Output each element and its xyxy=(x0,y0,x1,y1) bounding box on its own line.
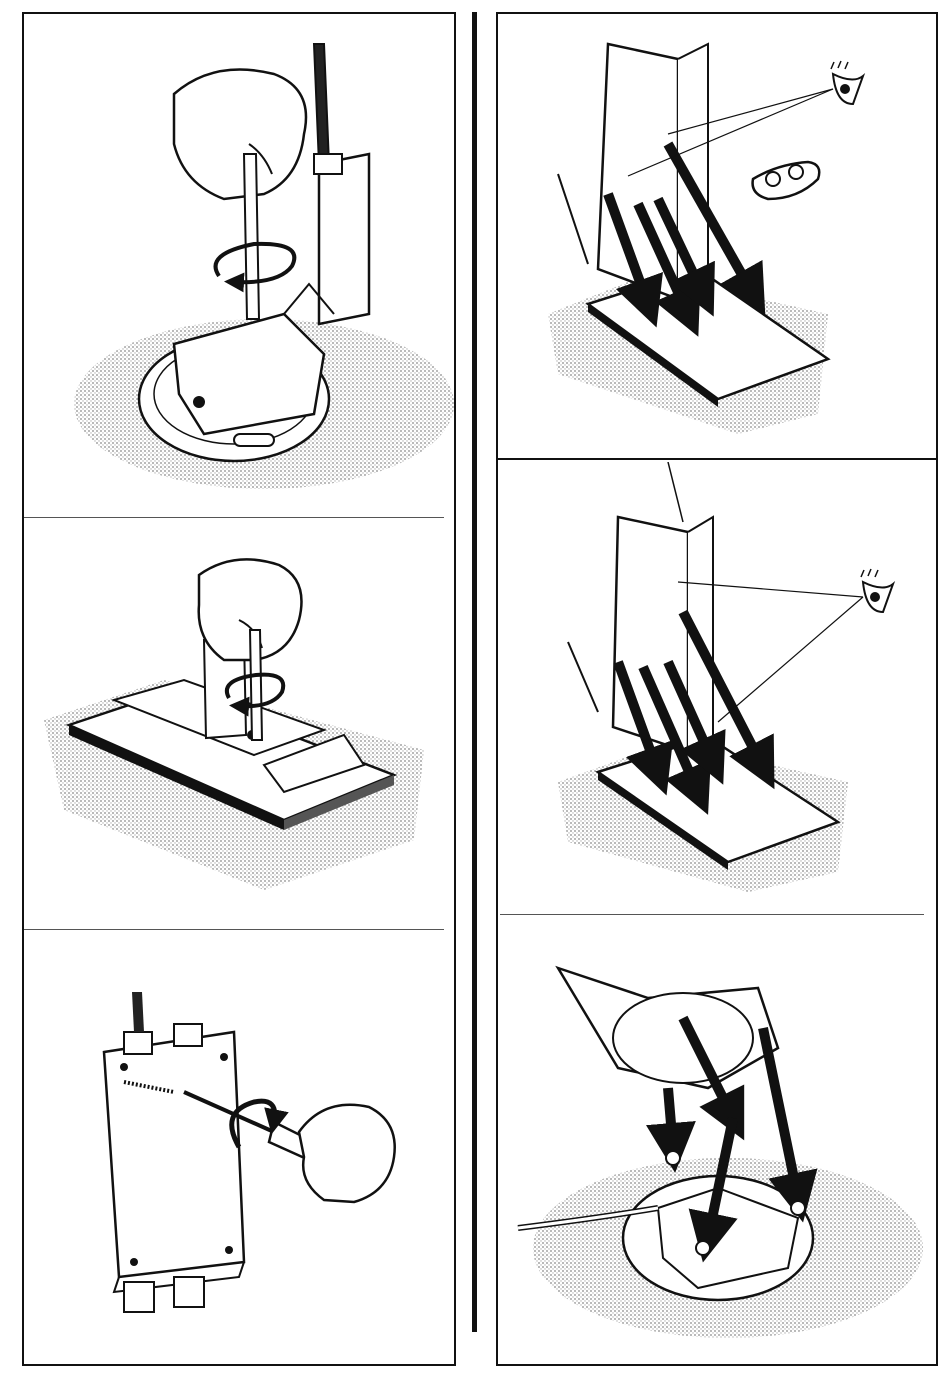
illustration-hex-key-rect-base xyxy=(24,520,454,926)
panel-right-3 xyxy=(498,918,936,1364)
panel-left-2 xyxy=(24,520,454,926)
cable-gland-2 xyxy=(174,1024,202,1046)
illustration-post-spacer-rect-base xyxy=(498,14,936,456)
junction-box xyxy=(319,154,369,324)
panel-left-1 xyxy=(24,14,454,516)
illustration-post-round-base xyxy=(498,918,936,1364)
illustration-post-rect-base xyxy=(498,462,936,912)
panel-left-3 xyxy=(24,932,454,1364)
hand-icon xyxy=(174,70,306,200)
panel-right-2 xyxy=(498,462,936,912)
illustration-screwdriver-junction-box xyxy=(24,932,454,1364)
illustration-hex-key-round-base xyxy=(24,14,454,516)
right-separator-1 xyxy=(497,458,937,460)
right-separator-2 xyxy=(500,914,924,915)
left-separator-2 xyxy=(24,929,444,930)
hex-key-icon xyxy=(244,154,259,319)
spacer xyxy=(753,162,820,199)
hex-key-icon xyxy=(250,630,262,740)
post xyxy=(613,517,688,752)
panel-right-1 xyxy=(498,14,936,456)
cable-gland-1 xyxy=(124,1032,152,1054)
eye-icon xyxy=(831,61,863,104)
cable xyxy=(314,44,329,164)
eye-icon xyxy=(861,569,893,612)
left-separator-1 xyxy=(24,517,444,518)
hand-icon xyxy=(299,1105,395,1202)
column-divider xyxy=(472,12,477,1332)
